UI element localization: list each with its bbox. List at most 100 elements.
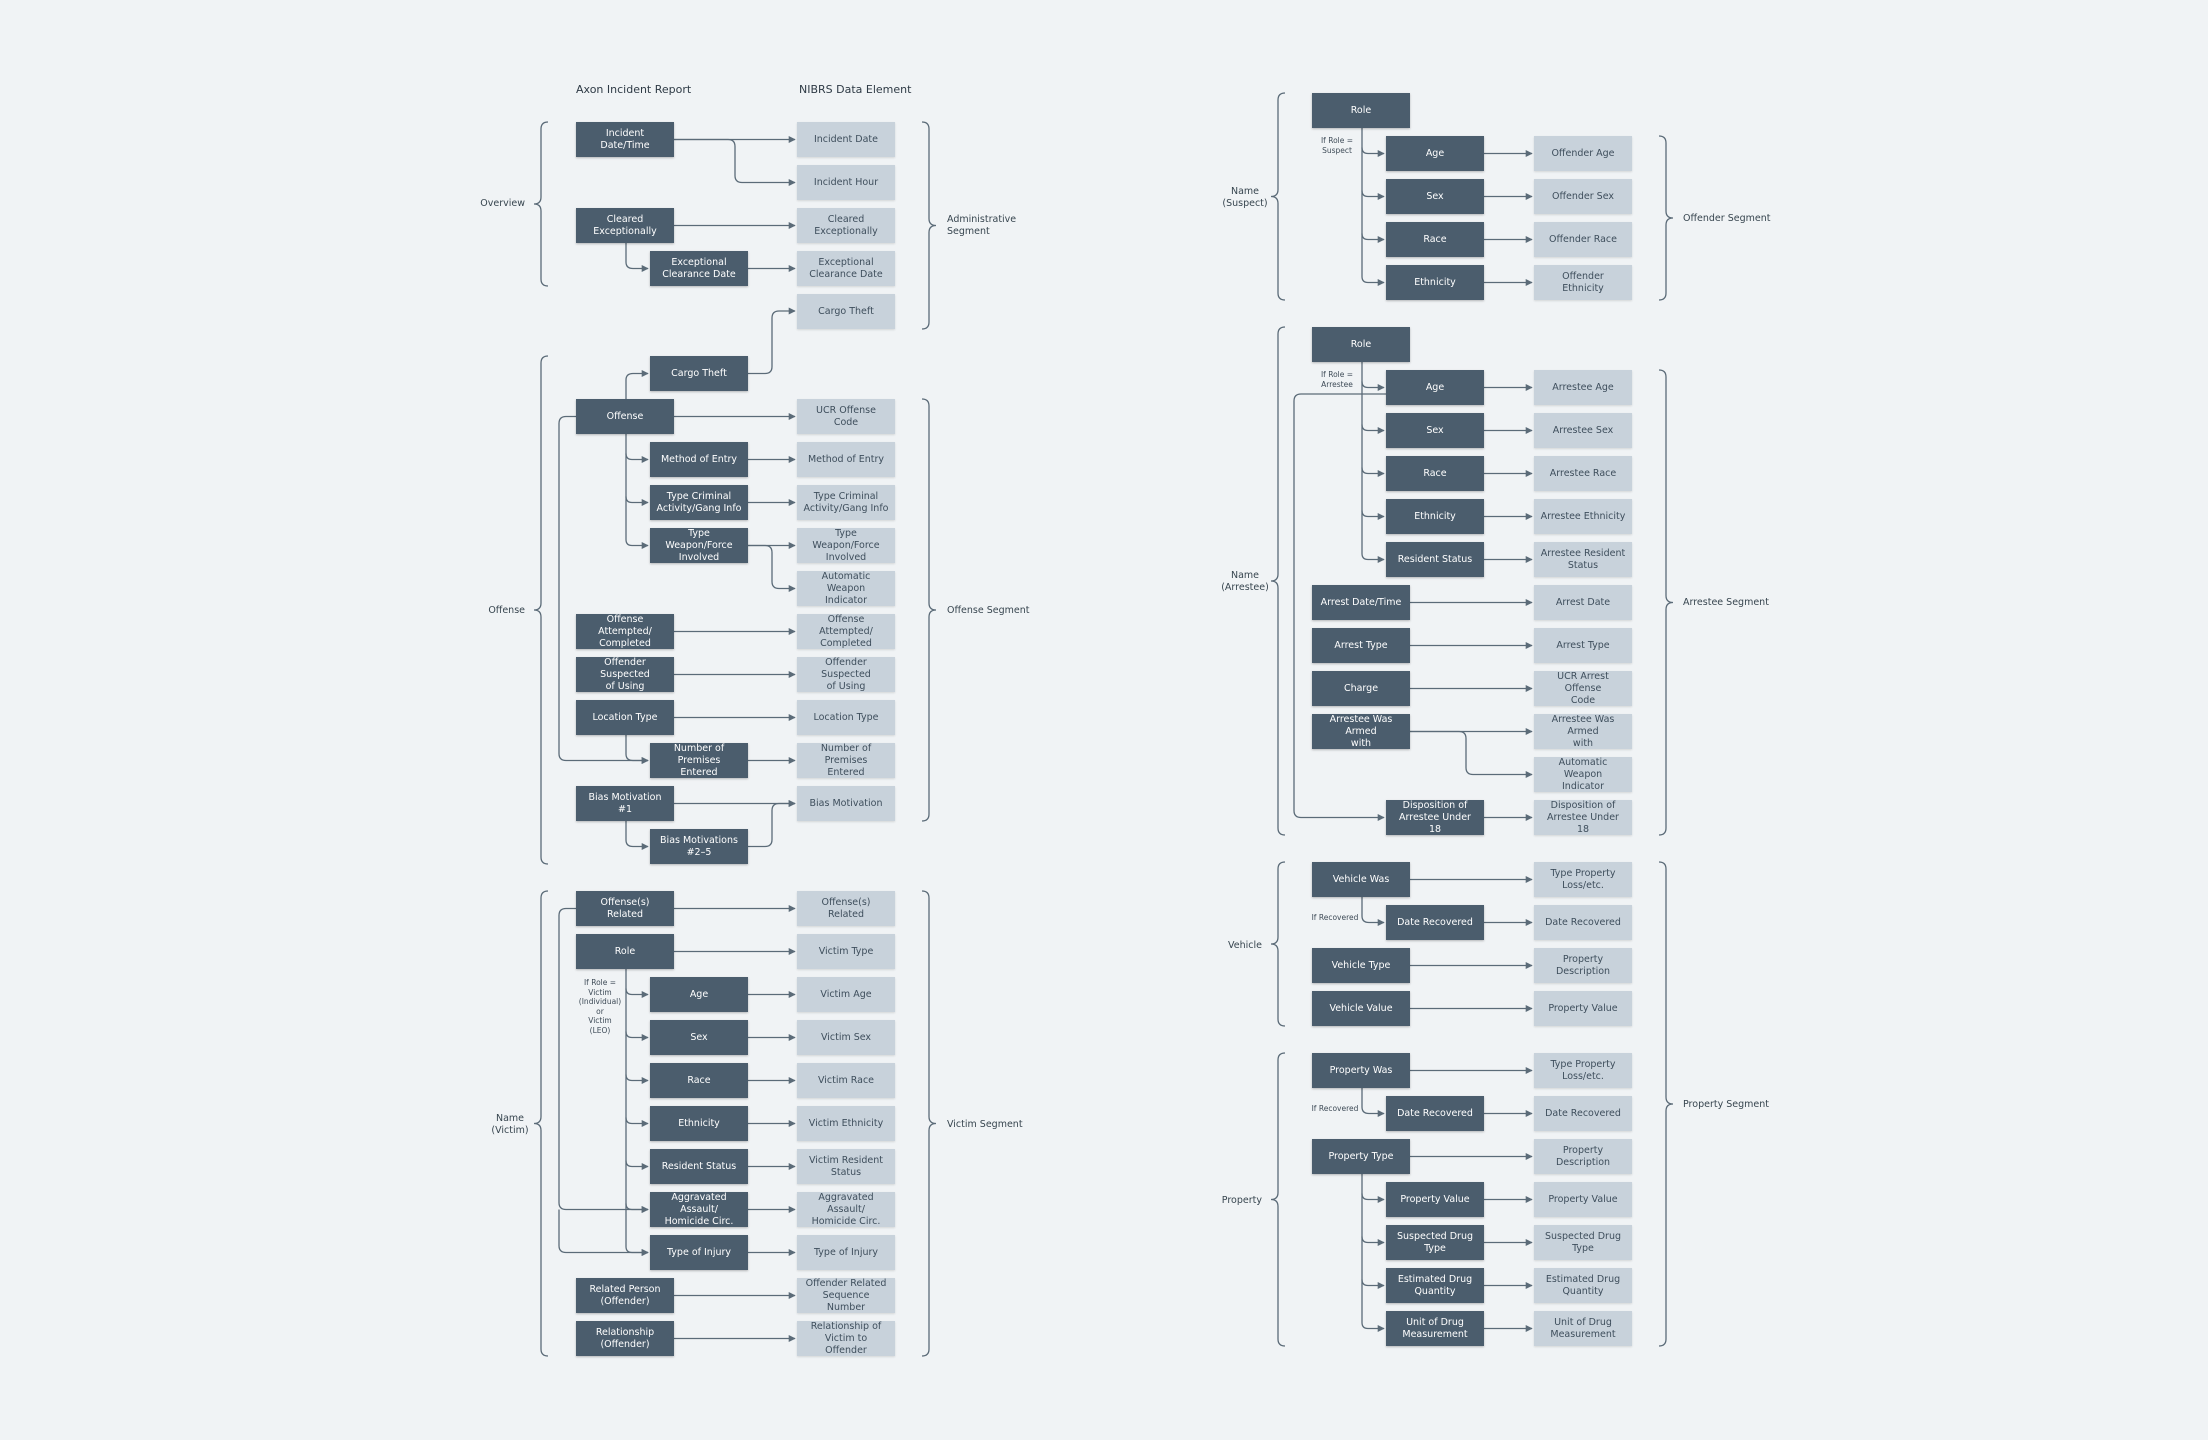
nibrs-number-premises: Number of Premises Entered: [797, 743, 895, 778]
tree-branch: [625, 1203, 649, 1213]
nibrs-victim-type: Victim Type: [797, 934, 895, 969]
brace: [533, 355, 549, 865]
nibrs-type-property-loss: Type Property Loss/etc.: [1534, 1053, 1632, 1088]
axon-exceptional-clearance-date: Exceptional Clearance Date: [650, 251, 748, 286]
axon-type-criminal-activity: Type Criminal Activity/Gang Info: [650, 485, 748, 520]
tree-branch: [625, 1160, 649, 1170]
nibrs-property-date-recovered: Date Recovered: [1534, 1096, 1632, 1131]
axon-suspect-age: Age: [1386, 136, 1484, 171]
group-label-property: Property: [1221, 1195, 1262, 1206]
axon-suspect-role: Role: [1312, 93, 1410, 128]
nibrs-offender-ethnicity: Offender Ethnicity: [1534, 265, 1632, 300]
brace: [1658, 369, 1674, 836]
arrow-connector: [625, 735, 649, 764]
nibrs-unit-of-drug-measurement: Unit of Drug Measurement: [1534, 1311, 1632, 1346]
axon-column-header: Axon Incident Report: [576, 83, 692, 96]
brace: [533, 890, 549, 1357]
nibrs-suspected-drug-type: Suspected Drug Type: [1534, 1225, 1632, 1260]
axon-offenses-related: Offense(s) Related: [576, 891, 674, 926]
axon-victim-age: Age: [650, 977, 748, 1012]
loop-connector: [1293, 393, 1386, 821]
axon-vehicle-date-recovered: Date Recovered: [1386, 905, 1484, 940]
brace: [1270, 861, 1286, 1027]
tree-branch: [625, 496, 649, 506]
loop-connector: [558, 907, 649, 1213]
nibrs-arrestee-resident-status: Arrestee Resident Status: [1534, 542, 1632, 577]
axon-type-weapon: Type Weapon/Force Involved: [650, 528, 748, 563]
arrow-connector: [1361, 1088, 1385, 1117]
axon-vehicle-type: Vehicle Type: [1312, 948, 1410, 983]
tree-branch: [1361, 1236, 1385, 1246]
nibrs-automatic-weapon-indicator: Automatic Weapon Indicator: [797, 571, 895, 606]
condition-property-recovered: If Recovered: [1311, 1104, 1359, 1113]
nibrs-exceptional-clearance-date: Exceptional Clearance Date: [797, 251, 895, 286]
tree-branch: [625, 539, 649, 549]
axon-bias-motivation-1: Bias Motivation #1: [576, 786, 674, 821]
axon-property-type: Property Type: [1312, 1139, 1410, 1174]
nibrs-arrestee-armed: Arrestee Was Armed with: [1534, 714, 1632, 749]
nibrs-arrestee-race: Arrestee Race: [1534, 456, 1632, 491]
nibrs-ucr-offense-code: UCR Offense Code: [797, 399, 895, 434]
nibrs-offender-race: Offender Race: [1534, 222, 1632, 257]
brace: [1270, 92, 1286, 301]
brace: [921, 890, 937, 1357]
tree-branch: [625, 1246, 649, 1256]
axon-offense: Offense: [576, 399, 674, 434]
axon-incident-datetime: Incident Date/Time: [576, 122, 674, 157]
arrow-connector: [1410, 730, 1533, 778]
tree-branch: [1361, 467, 1385, 477]
arrow-connector: [748, 307, 796, 375]
tree-branch: [1361, 276, 1385, 286]
group-label-name-suspect: Name (Suspect): [1222, 186, 1268, 209]
group-label-name-arrestee: Name (Arrestee): [1221, 570, 1269, 593]
nibrs-cleared-exceptionally: Cleared Exceptionally: [797, 208, 895, 243]
axon-charge: Charge: [1312, 671, 1410, 706]
nibrs-relationship-victim-offender: Relationship of Victim to Offender: [797, 1321, 895, 1356]
axon-suspect-ethnicity: Ethnicity: [1386, 265, 1484, 300]
tree-branch: [1361, 233, 1385, 243]
arrow-connector: [674, 138, 796, 186]
axon-suspected-drug-type: Suspected Drug Type: [1386, 1225, 1484, 1260]
axon-aggravated-assault: Aggravated Assault/ Homicide Circ.: [650, 1192, 748, 1227]
axon-arrestee-age: Age: [1386, 370, 1484, 405]
nibrs-automatic-weapon-indicator-arrestee: Automatic Weapon Indicator: [1534, 757, 1632, 792]
tree-branch: [1361, 424, 1385, 434]
tree-branch: [625, 1031, 649, 1041]
nibrs-vehicle-property-description: Property Description: [1534, 948, 1632, 983]
nibrs-victim-race: Victim Race: [797, 1063, 895, 1098]
axon-arrest-type: Arrest Type: [1312, 628, 1410, 663]
axon-offender-suspected: Offender Suspected of Using: [576, 657, 674, 692]
axon-victim-role: Role: [576, 934, 674, 969]
axon-property-date-recovered: Date Recovered: [1386, 1096, 1484, 1131]
nibrs-property-value: Property Value: [1534, 1182, 1632, 1217]
nibrs-bias-motivation: Bias Motivation: [797, 786, 895, 821]
tree-branch: [1361, 553, 1385, 563]
arrow-connector: [625, 243, 649, 272]
axon-cargo-theft: Cargo Theft: [650, 356, 748, 391]
nibrs-column-header: NIBRS Data Element: [799, 83, 912, 96]
axon-victim-ethnicity: Ethnicity: [650, 1106, 748, 1141]
axon-related-person: Related Person (Offender): [576, 1278, 674, 1313]
tree-branch: [625, 453, 649, 463]
nibrs-offender-related-sequence: Offender Related Sequence Number: [797, 1278, 895, 1313]
nibrs-incident-hour: Incident Hour: [797, 165, 895, 200]
axon-property-value: Property Value: [1386, 1182, 1484, 1217]
axon-offense-attempted: Offense Attempted/ Completed: [576, 614, 674, 649]
axon-location-type: Location Type: [576, 700, 674, 735]
axon-disposition-under-18: Disposition of Arrestee Under 18: [1386, 800, 1484, 835]
nibrs-arrest-type: Arrest Type: [1534, 628, 1632, 663]
tree-branch: [1361, 1322, 1385, 1332]
nibrs-aggravated-assault: Aggravated Assault/ Homicide Circ.: [797, 1192, 895, 1227]
axon-vehicle-was: Vehicle Was: [1312, 862, 1410, 897]
nibrs-type-of-injury: Type of Injury: [797, 1235, 895, 1270]
segment-label-offender: Offender Segment: [1683, 213, 1771, 224]
axon-victim-sex: Sex: [650, 1020, 748, 1055]
group-label-vehicle: Vehicle: [1228, 940, 1262, 951]
loop-connector: [558, 415, 649, 764]
segment-label-offense: Offense Segment: [947, 605, 1030, 616]
nibrs-victim-resident-status: Victim Resident Status: [797, 1149, 895, 1184]
nibrs-estimated-drug-quantity: Estimated Drug Quantity: [1534, 1268, 1632, 1303]
arrow-connector: [748, 800, 796, 848]
axon-suspect-sex: Sex: [1386, 179, 1484, 214]
